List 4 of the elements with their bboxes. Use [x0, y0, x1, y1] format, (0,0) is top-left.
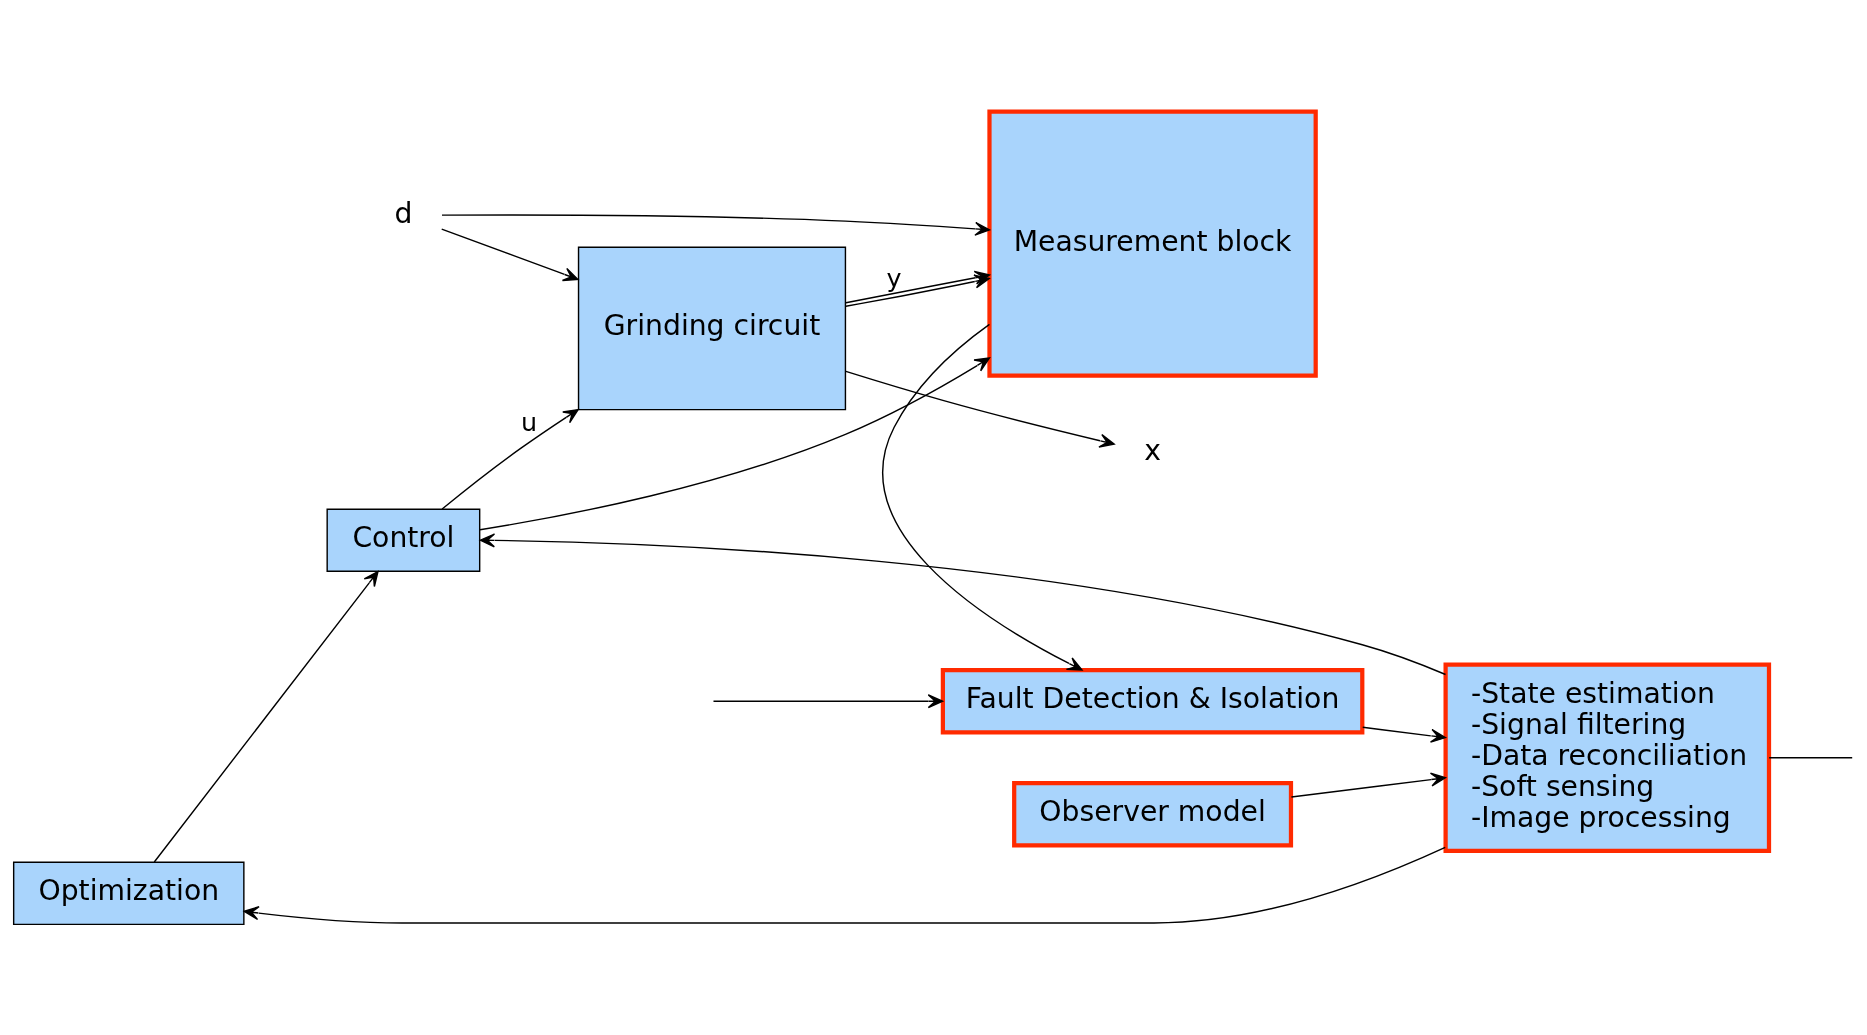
edge-label: u [521, 406, 538, 437]
edge-label: y [886, 262, 902, 293]
node-text: x [1144, 433, 1161, 467]
node-text: d [394, 196, 413, 229]
